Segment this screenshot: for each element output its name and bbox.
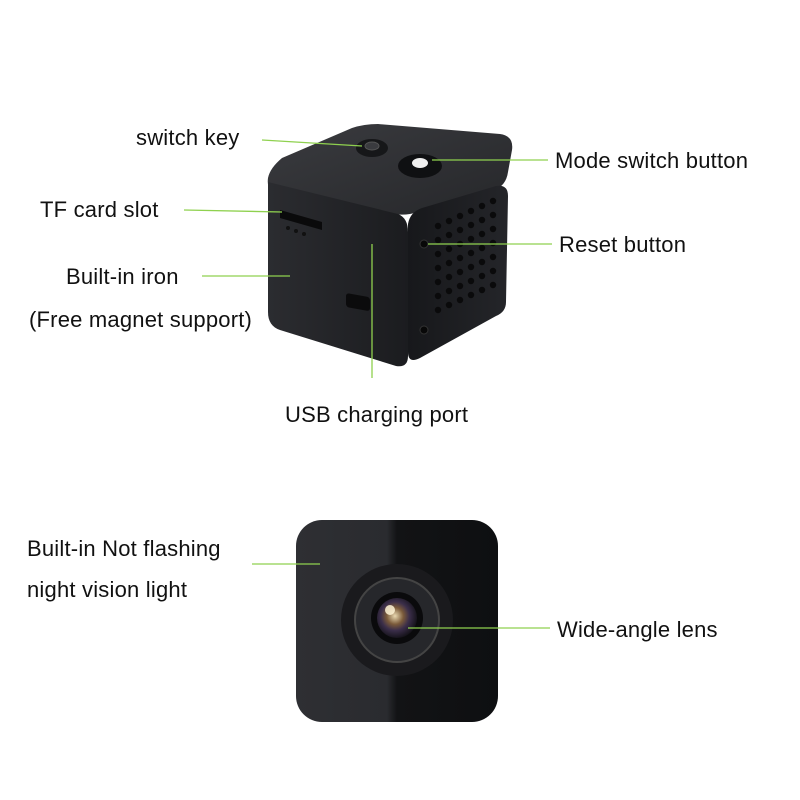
switch-key (356, 139, 388, 157)
grille-hole (445, 217, 453, 225)
grille-hole (478, 286, 486, 294)
cube-top-face (267, 124, 513, 215)
label-free-magnet-support: (Free magnet support) (29, 307, 253, 332)
grille-hole (456, 296, 464, 304)
grille-hole (434, 278, 442, 286)
grille-hole (456, 254, 464, 262)
grille-hole (489, 211, 497, 219)
grille-hole (467, 263, 475, 271)
reset-button-hole (419, 239, 429, 249)
leader-tf-card (183, 209, 283, 213)
grille-hole (489, 225, 497, 233)
grille-hole (445, 287, 453, 295)
grille-hole (478, 230, 486, 238)
grille-hole (478, 258, 486, 266)
grille-hole (434, 264, 442, 272)
grille-hole (489, 197, 497, 205)
grille-hole (489, 239, 497, 247)
lower-hole (419, 325, 429, 335)
grille-hole (445, 231, 453, 239)
label-wide-angle-lens: Wide-angle lens (557, 617, 718, 642)
label-usb-charging-port: USB charging port (285, 402, 469, 427)
grille-hole (467, 291, 475, 299)
grille-hole (434, 222, 442, 230)
grille-hole (456, 226, 464, 234)
grille-hole (478, 216, 486, 224)
grille-hole (467, 277, 475, 285)
grille-hole (434, 292, 442, 300)
grille-hole (478, 244, 486, 252)
label-built-in-iron: Built-in iron (66, 264, 179, 289)
grille-hole (489, 267, 497, 275)
label-tf-card-slot: TF card slot (40, 197, 159, 222)
grille-hole (445, 245, 453, 253)
label-reset-button: Reset button (559, 232, 687, 257)
grille-hole (478, 202, 486, 210)
leader-lines (183, 139, 552, 629)
grille-hole (489, 253, 497, 261)
label-night-vision-line1: Built-in Not flashing (27, 536, 221, 561)
usb-port-shape (346, 293, 370, 311)
speaker-grille (434, 197, 497, 314)
label-mode-switch-button: Mode switch button (555, 148, 749, 173)
grille-hole (467, 235, 475, 243)
leader-switch-key (261, 139, 363, 147)
lens-glass (377, 598, 417, 638)
grille-hole (434, 250, 442, 258)
grille-hole (434, 236, 442, 244)
label-night-vision-line2: night vision light (27, 577, 188, 602)
grille-hole (489, 281, 497, 289)
grille-hole (467, 249, 475, 257)
grille-hole (434, 306, 442, 314)
tf-card-slot-shape (280, 210, 322, 236)
grille-hole (467, 221, 475, 229)
grille-hole (467, 207, 475, 215)
cube-left-face (268, 182, 408, 367)
grille-hole (478, 272, 486, 280)
grille-hole (445, 273, 453, 281)
mode-switch-button-shape (398, 154, 442, 178)
grille-hole (445, 301, 453, 309)
grille-hole (456, 212, 464, 220)
grille-hole (445, 259, 453, 267)
grille-hole (456, 268, 464, 276)
label-switch-key: switch key (136, 125, 240, 150)
grille-hole (456, 282, 464, 290)
lens-highlight (385, 605, 395, 615)
